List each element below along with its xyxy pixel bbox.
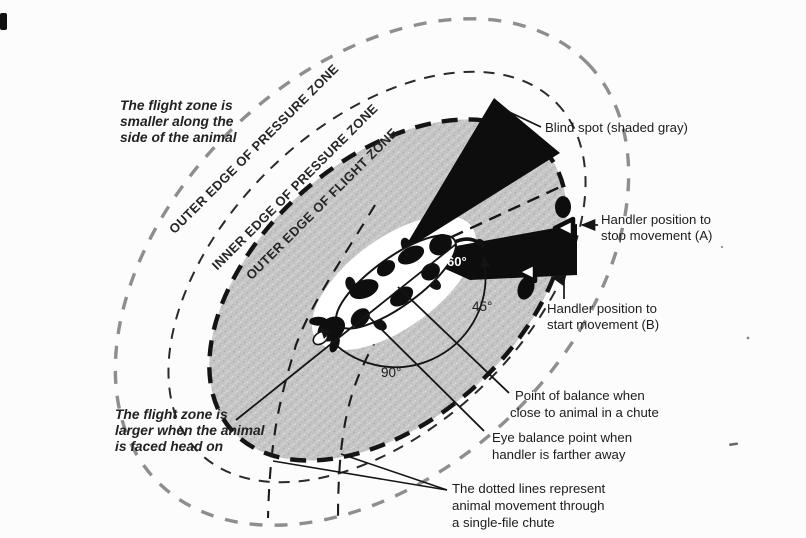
outer-pressure-zone-boundary	[113, 17, 631, 527]
blind-spot-wedge	[402, 98, 560, 252]
cow-spot	[429, 233, 452, 256]
angle-arc	[326, 266, 487, 369]
handler-b-marker	[514, 260, 538, 300]
handler-a-marker	[552, 196, 576, 240]
angle-60: 60°	[447, 254, 467, 269]
callout-line: Handler position to	[547, 301, 657, 316]
handler-b-triangle-icon	[514, 260, 538, 284]
dotted-lines-leader-right	[340, 453, 448, 491]
callout-line: Eye balance point when	[492, 430, 632, 445]
callout-point-of-balance: Point of balance when close to animal in…	[510, 388, 659, 420]
eye-balance-leader-line	[365, 313, 485, 432]
handler-a-figure	[555, 196, 571, 218]
callout-blind-spot: Blind spot (shaded gray)	[545, 120, 688, 135]
callout-line: a single-file chute	[452, 515, 555, 530]
scan-speck	[746, 336, 750, 340]
callout-line: The dotted lines represent	[452, 481, 606, 496]
cow-spot	[349, 279, 379, 300]
callout-line: animal movement through	[452, 498, 604, 513]
callout-handler-a: Handler position to stop movement (A)	[601, 212, 712, 243]
arrow-to-handler-b	[550, 274, 567, 299]
callout-line: stop movement (A)	[601, 228, 712, 243]
note-line: smaller along the	[120, 114, 234, 129]
cow-spot	[376, 260, 396, 277]
scan-smudge	[0, 13, 7, 30]
callout-handler-b: Handler position to start movement (B)	[547, 301, 659, 332]
callout-line: close to animal in a chute	[510, 405, 659, 420]
callout-eye-balance: Eye balance point when handler is farthe…	[492, 430, 632, 462]
callout-dotted-lines: The dotted lines represent animal moveme…	[452, 481, 606, 530]
scan-speck	[729, 442, 739, 446]
note-line: is faced head on	[115, 439, 223, 454]
note-line: The flight zone is	[115, 407, 228, 422]
inner-pressure-zone-boundary	[167, 70, 587, 484]
angle-45: 45°	[472, 299, 492, 314]
arc-arrowhead-left	[320, 327, 331, 339]
callout-line: handler is farther away	[492, 447, 626, 462]
cow-tail-tuft	[476, 238, 486, 249]
angle-90: 90°	[381, 365, 401, 380]
cow-spot	[350, 308, 370, 328]
handler-a-triangle-icon	[552, 216, 576, 240]
blind-spot-leader-line	[504, 109, 542, 128]
note-line: side of the animal	[120, 130, 238, 145]
point-of-balance-leader-line	[397, 286, 510, 394]
dotted-lines-leader-left	[272, 460, 448, 491]
note-line: larger when the animal	[115, 423, 266, 438]
chute-line-left	[266, 204, 376, 519]
callout-line: Point of balance when	[515, 388, 645, 403]
cow	[309, 233, 486, 353]
chute-line-right	[336, 261, 429, 519]
note-line: The flight zone is	[120, 98, 233, 113]
note-flight-smaller: The flight zone is smaller along the sid…	[120, 98, 238, 145]
cow-body	[335, 234, 457, 330]
body-axis-line	[235, 243, 457, 421]
handler-b-figure	[517, 276, 535, 300]
scan-speck	[720, 245, 724, 249]
callout-line: Handler position to	[601, 212, 711, 227]
note-flight-larger: The flight zone is larger when the anima…	[115, 407, 266, 454]
callout-line: start movement (B)	[547, 317, 659, 332]
cow-spot	[397, 245, 425, 265]
wedge-divider-dashed-line	[431, 185, 561, 248]
arc-arrowhead-right	[480, 256, 490, 268]
